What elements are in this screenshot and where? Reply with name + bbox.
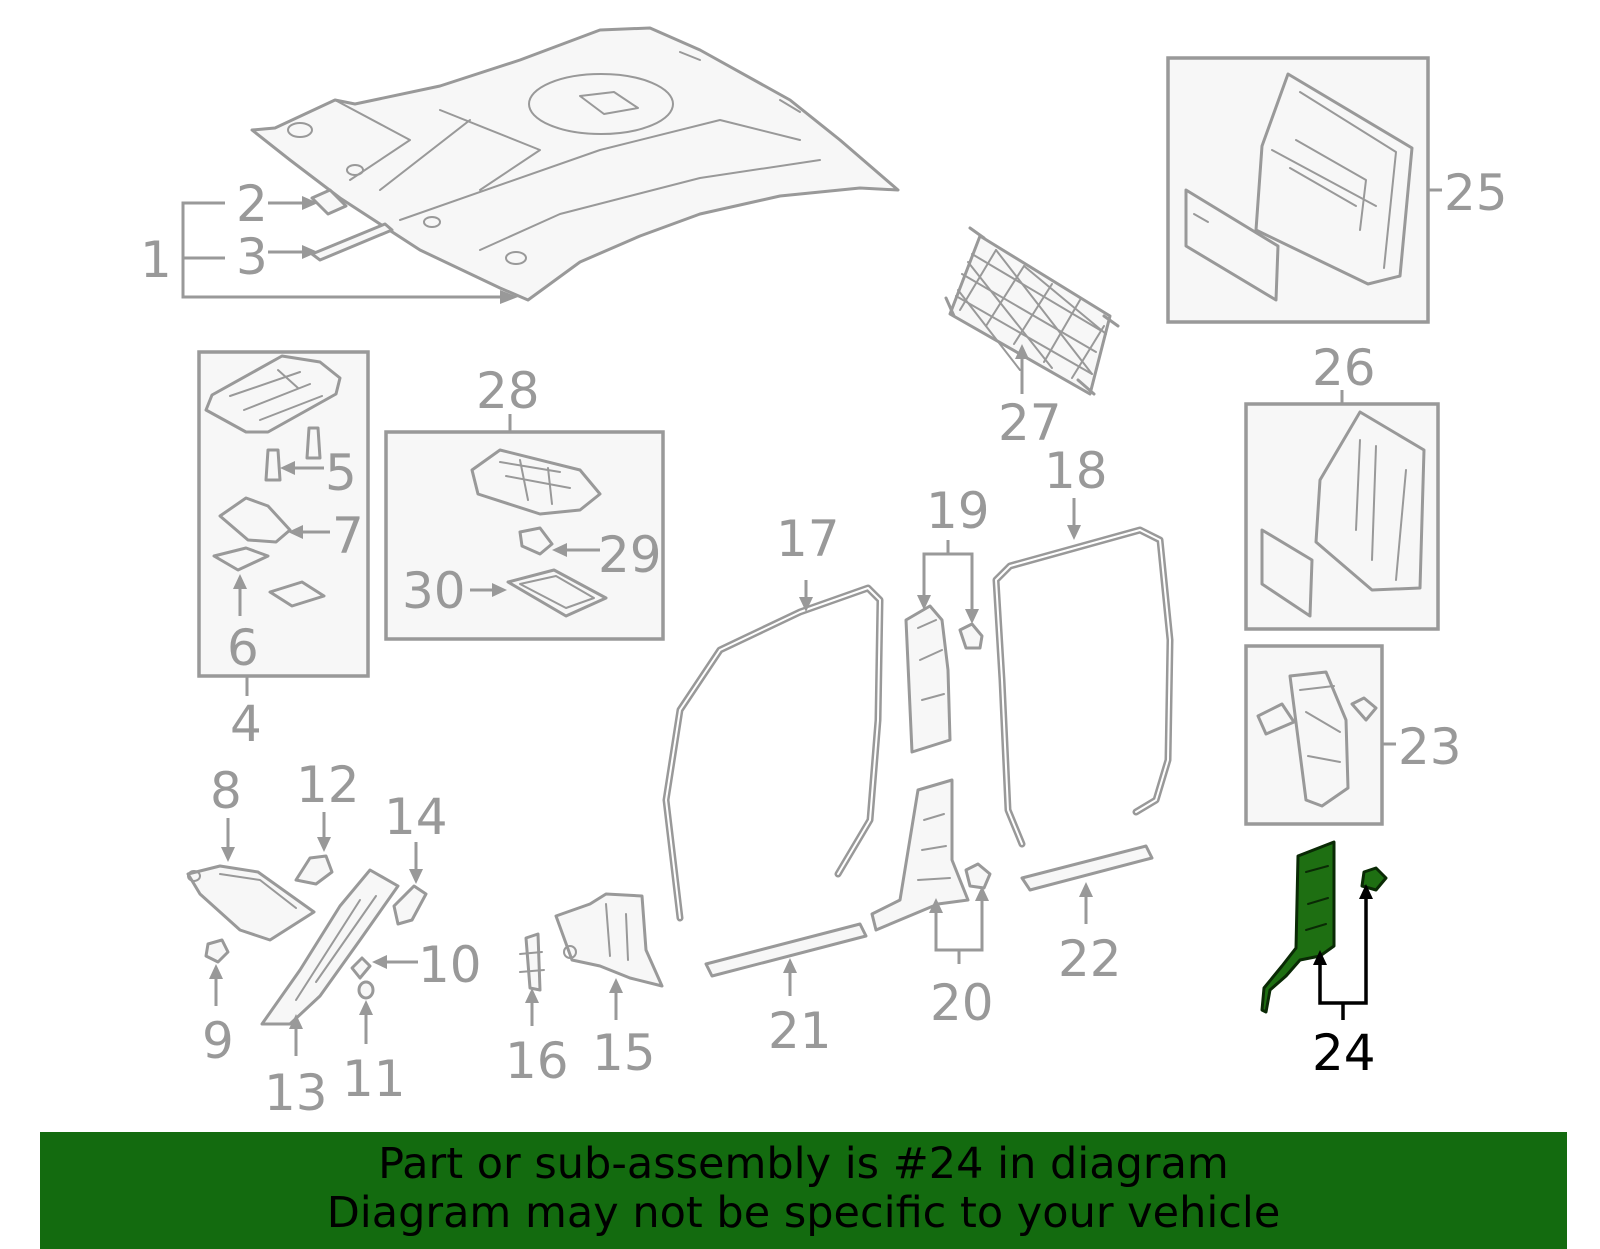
leader-24 — [1313, 884, 1373, 1020]
part-11-grommet[interactable] — [357, 980, 375, 1000]
label-8: 8 — [210, 762, 242, 820]
label-6: 6 — [227, 619, 259, 677]
part-9-visor-holder[interactable] — [204, 938, 230, 964]
leader-28 — [470, 414, 600, 597]
label-30: 30 — [402, 562, 466, 620]
part-26-quarter-trim-box[interactable] — [1244, 402, 1440, 631]
banner-line-1: Part or sub-assembly is #24 in diagram — [378, 1139, 1229, 1189]
leader-14 — [409, 842, 423, 884]
label-17: 17 — [776, 510, 840, 568]
info-banner: Part or sub-assembly is #24 in diagram D… — [40, 1132, 1567, 1249]
part-8-sun-visor[interactable] — [186, 864, 316, 942]
label-24: 24 — [1312, 1024, 1376, 1082]
leader-27 — [1015, 344, 1029, 394]
label-14: 14 — [384, 788, 448, 846]
label-9: 9 — [202, 1012, 234, 1070]
label-28: 28 — [476, 362, 540, 420]
label-3: 3 — [236, 228, 268, 286]
leader-10 — [372, 955, 418, 969]
label-10: 10 — [418, 936, 482, 994]
part-4-dome-lamp-box[interactable] — [197, 350, 370, 678]
leader-19 — [917, 540, 979, 624]
label-2: 2 — [236, 175, 268, 233]
part-16-clip[interactable] — [519, 932, 545, 992]
leader-15 — [609, 978, 623, 1020]
part-25-trim-panel-box[interactable] — [1166, 56, 1430, 324]
part-1-headliner[interactable] — [250, 26, 900, 302]
label-20: 20 — [930, 974, 994, 1032]
part-17-weatherstrip[interactable] — [662, 584, 884, 922]
label-5: 5 — [325, 444, 357, 502]
label-29: 29 — [598, 526, 662, 584]
leader-13 — [289, 1014, 303, 1056]
label-27: 27 — [998, 394, 1062, 452]
leader-21 — [783, 958, 797, 996]
part-21-scuff-plate[interactable] — [704, 922, 868, 978]
leader-12 — [317, 812, 331, 852]
leader-18 — [1067, 498, 1081, 540]
part-10-clip[interactable] — [350, 956, 372, 980]
label-11: 11 — [342, 1050, 406, 1108]
leader-20 — [929, 886, 989, 964]
label-15: 15 — [592, 1024, 656, 1082]
part-15-cowl-trim[interactable] — [554, 892, 664, 988]
label-21: 21 — [768, 1002, 832, 1060]
part-22-scuff-plate[interactable] — [1020, 844, 1154, 892]
part-13-a-pillar-trim[interactable] — [260, 868, 400, 1026]
part-19-b-pillar-upper[interactable] — [904, 604, 984, 754]
banner-line-2: Diagram may not be specific to your vehi… — [326, 1188, 1281, 1238]
label-18: 18 — [1044, 442, 1108, 500]
label-23: 23 — [1398, 718, 1462, 776]
part-2-clip[interactable] — [310, 188, 348, 216]
label-12: 12 — [296, 756, 360, 814]
label-4: 4 — [230, 695, 262, 753]
part-28-map-lamp-box[interactable] — [384, 430, 665, 641]
label-22: 22 — [1058, 930, 1122, 988]
part-27-cargo-net[interactable] — [944, 226, 1120, 396]
label-7: 7 — [332, 507, 364, 565]
leader-16 — [525, 988, 539, 1026]
leader-1 — [181, 196, 518, 304]
part-12-assist-grip-bracket[interactable] — [294, 854, 334, 886]
label-16: 16 — [505, 1032, 569, 1090]
part-14-pillar-grip[interactable] — [392, 884, 428, 926]
leader-4 — [233, 461, 330, 696]
label-25: 25 — [1444, 164, 1508, 222]
label-13: 13 — [264, 1064, 328, 1122]
label-26: 26 — [1312, 339, 1376, 397]
part-20-b-pillar-lower[interactable] — [870, 778, 992, 932]
leader-22 — [1079, 882, 1093, 924]
leader-11 — [359, 1000, 373, 1044]
part-18-weatherstrip[interactable] — [992, 526, 1174, 848]
leader-8 — [221, 818, 235, 862]
leader-9 — [209, 964, 223, 1006]
part-24-pillar-trim-lower[interactable] — [1260, 840, 1388, 1014]
part-3-strip[interactable] — [310, 222, 394, 262]
leader-17 — [799, 580, 813, 612]
label-1: 1 — [140, 231, 172, 289]
part-23-pillar-trim-box[interactable] — [1244, 644, 1384, 826]
label-19: 19 — [926, 482, 990, 540]
